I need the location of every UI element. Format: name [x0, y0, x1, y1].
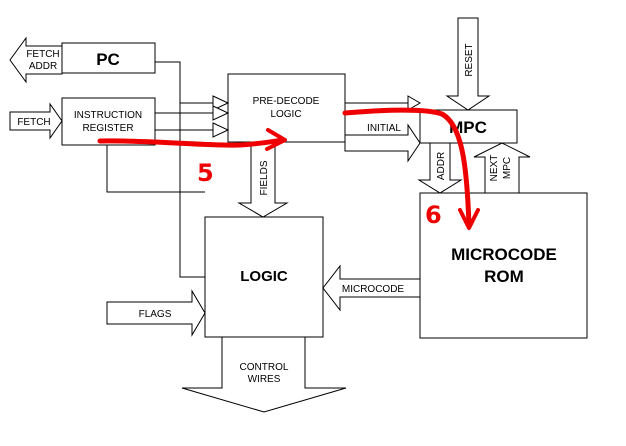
arrow-reset: RESET: [445, 17, 491, 111]
initial-label: INITIAL: [367, 123, 401, 134]
microcode-label: MICROCODE: [342, 284, 405, 295]
instruction-register-label-line2: REGISTER: [82, 123, 133, 134]
arrowhead-pc-to-predecode: [212, 95, 230, 111]
pre-decode-logic-label-line2: LOGIC: [270, 109, 301, 120]
step-5-stroke: [97, 137, 286, 148]
arrowhead-3: [212, 122, 230, 138]
arrowhead-2: [212, 105, 230, 121]
control-wires-label-line1: CONTROL: [240, 362, 289, 373]
arrow-next-mpc: NEXT MPC: [473, 142, 531, 194]
arrow-initial: INITIAL: [344, 123, 421, 163]
pc-label: PC: [96, 50, 120, 69]
pc-box: [61, 42, 156, 74]
arrow-microcode: MICROCODE: [322, 264, 421, 312]
microcode-rom-label-line2: ROM: [484, 267, 524, 286]
logic-label: LOGIC: [240, 268, 288, 285]
red-annotations: 5 6: [97, 107, 480, 230]
microcode-arrow-shape: [322, 264, 421, 312]
step-5-arrowhead-icon: [265, 128, 287, 151]
arrow-control-wires: CONTROL WIRES: [181, 336, 347, 413]
step-6-arrowhead-icon: [458, 208, 480, 230]
mpc-block: MPC: [419, 109, 518, 144]
flags-label: FLAGS: [139, 309, 172, 320]
pc-block: PC: [61, 42, 156, 74]
instruction-register-label-line1: INSTRUCTION: [74, 110, 142, 121]
instruction-register-block: INSTRUCTION REGISTER: [61, 97, 156, 146]
arrowhead-1: [212, 95, 230, 111]
fetch-addr-label-line1: FETCH: [26, 49, 59, 60]
arrowhead-ir-to-predecode-1: [212, 105, 230, 121]
reset-arrow-shape: [445, 17, 491, 111]
next-mpc-label-line2: MPC: [502, 157, 513, 179]
addr-arrow-shape: [417, 142, 463, 194]
initial-arrow-shape: [344, 123, 421, 163]
arrowhead-ir-to-predecode-2: [212, 122, 230, 138]
control-wires-label-line2: WIRES: [248, 374, 281, 385]
fetch-arrow-shape: [9, 102, 63, 140]
wire-pc-to-predecode: [155, 61, 213, 104]
wire-pc-to-logic: [179, 103, 205, 278]
wires: [106, 61, 408, 278]
reset-label: RESET: [464, 43, 475, 76]
instruction-register-box: [61, 97, 156, 146]
arrow-flags: FLAGS: [106, 289, 206, 337]
arrow-fetch: FETCH: [9, 102, 63, 140]
microcode-rom-block: MICROCODE ROM: [419, 192, 588, 339]
mpc-box: [419, 109, 518, 144]
microcode-rom-label-line1: MICROCODE: [451, 245, 557, 264]
fields-arrow-shape: [237, 141, 289, 218]
arrow-addr: ADDR: [417, 142, 463, 194]
step-6-stroke: [342, 107, 472, 229]
flags-arrow-shape: [106, 289, 206, 337]
fetch-addr-label-line2: ADDR: [29, 61, 57, 72]
fields-label: FIELDS: [259, 160, 270, 195]
logic-box: [204, 216, 324, 338]
pre-decode-logic-block: PRE-DECODE LOGIC: [227, 73, 346, 143]
next-mpc-label-line1: NEXT: [489, 155, 500, 182]
step-5-label: 5: [197, 159, 214, 187]
wire-ir-loop: [106, 145, 205, 193]
arrow-fields: FIELDS: [237, 141, 289, 218]
microcode-rom-box: [419, 192, 588, 339]
fetch-addr-arrow-shape: [9, 36, 63, 84]
arrowhead-predecode-to-mpc: [407, 95, 421, 111]
control-wires-arrow-shape: [181, 336, 347, 413]
arrowhead-4: [407, 95, 421, 111]
arrow-fetch-addr: FETCH ADDR: [9, 36, 63, 84]
logic-block: LOGIC: [204, 216, 324, 338]
fetch-label: FETCH: [17, 117, 50, 128]
next-mpc-arrow-shape: [473, 142, 531, 194]
pre-decode-logic-box: [227, 73, 346, 143]
addr-label: ADDR: [436, 152, 447, 180]
pre-decode-logic-label-line1: PRE-DECODE: [253, 96, 320, 107]
step-6-label: 6: [425, 201, 442, 229]
